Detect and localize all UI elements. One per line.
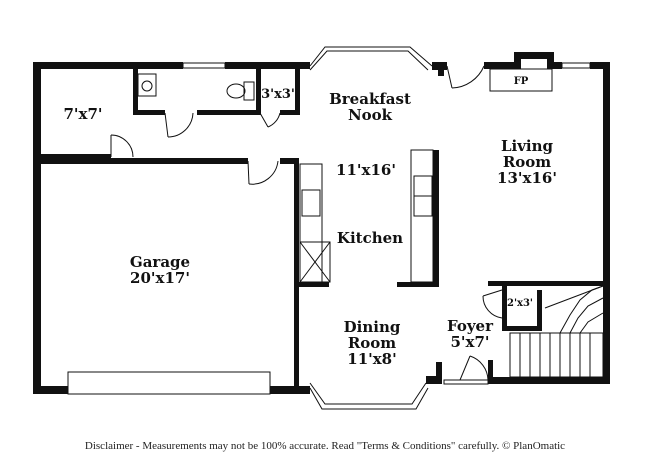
dining-room-label-line2: Room bbox=[348, 334, 396, 352]
garage-label: Garage bbox=[130, 253, 190, 271]
closet-3x3-dimensions: 3'x3' bbox=[261, 87, 295, 102]
dining-room-label-line1: Dining bbox=[344, 318, 401, 336]
living-room-label-line1: Living bbox=[501, 137, 554, 155]
kitchen-dimensions: 11'x16' bbox=[336, 161, 396, 179]
disclaimer-text: Disclaimer - Measurements may not be 100… bbox=[84, 440, 566, 452]
kitchen-label: Kitchen bbox=[337, 229, 403, 247]
closet-7x7-dimensions: 7'x7' bbox=[63, 105, 102, 123]
garage-dimensions: 20'x17' bbox=[130, 269, 190, 287]
breakfast-nook-label-line2: Nook bbox=[348, 106, 393, 124]
living-room-label-line2: Room bbox=[503, 153, 551, 171]
doors bbox=[110, 65, 503, 385]
thin-lines bbox=[67, 46, 604, 410]
fireplace-label: FP bbox=[514, 76, 529, 87]
living-room-dimensions: 13'x16' bbox=[497, 169, 557, 187]
breakfast-nook-label-line1: Breakfast bbox=[329, 90, 411, 108]
room-labels: 7'x7' 3'x3' Breakfast Nook 11'x16' Kitch… bbox=[63, 76, 556, 368]
foyer-label: Foyer bbox=[447, 317, 494, 335]
closet-2x3-dimensions: 2'x3' bbox=[507, 298, 533, 309]
dining-room-dimensions: 11'x8' bbox=[347, 350, 396, 368]
walls bbox=[33, 52, 610, 394]
foyer-dimensions: 5'x7' bbox=[450, 333, 489, 351]
